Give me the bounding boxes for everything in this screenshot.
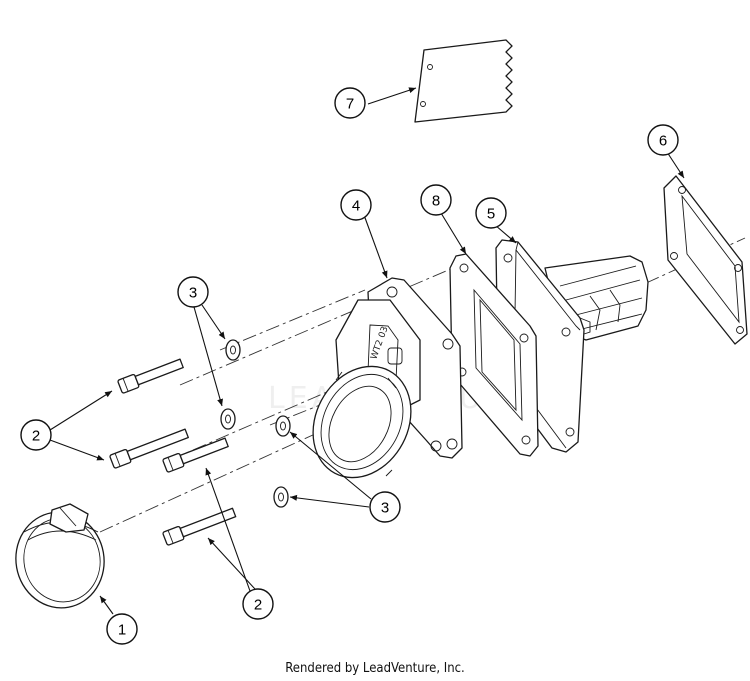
callout-7: 7 — [334, 87, 366, 119]
intake-manifold-part: WT2 03 — [312, 277, 463, 479]
washers-part — [220, 339, 291, 508]
svg-text:6: 6 — [659, 133, 667, 150]
svg-text:4: 4 — [352, 198, 360, 215]
washer-upper-left — [225, 339, 241, 361]
callout-8: 8 — [420, 184, 452, 216]
svg-text:8: 8 — [432, 193, 440, 210]
screw-1 — [117, 358, 184, 394]
rear-gasket-part — [663, 175, 748, 345]
footer-credit: Rendered by LeadVenture, Inc. — [285, 661, 465, 676]
reed-valve-block-part — [495, 239, 649, 453]
cap-screws-part — [109, 358, 237, 546]
callout-5: 5 — [475, 197, 507, 229]
callout-3-top: 3 — [177, 276, 209, 308]
svg-text:5: 5 — [487, 206, 495, 223]
screw-3 — [162, 437, 229, 473]
reed-petal-part — [414, 39, 513, 123]
callout-3-right: 3 — [369, 491, 401, 523]
screw-4 — [162, 507, 237, 546]
svg-text:3: 3 — [381, 500, 389, 517]
callout-2-bottom: 2 — [242, 588, 274, 620]
svg-text:2: 2 — [32, 428, 40, 445]
svg-text:1: 1 — [118, 622, 126, 639]
callout-6: 6 — [647, 124, 679, 156]
callout-4: 4 — [340, 189, 372, 221]
washer-middle — [275, 415, 291, 437]
leader-lines — [49, 87, 685, 615]
screw-2 — [109, 428, 189, 469]
svg-text:3: 3 — [189, 285, 197, 302]
washer-lower-left — [220, 408, 236, 430]
callout-1: 1 — [106, 613, 138, 645]
washer-lower-right — [273, 486, 289, 508]
hose-clamp-part — [15, 503, 105, 609]
svg-text:2: 2 — [254, 597, 262, 614]
svg-text:7: 7 — [346, 96, 354, 113]
callout-2-left: 2 — [20, 419, 52, 451]
